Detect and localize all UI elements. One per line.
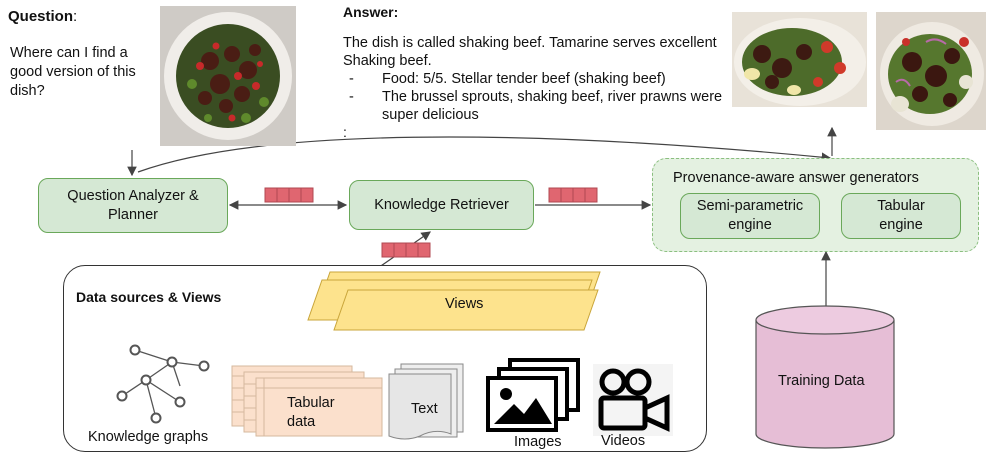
answer-trailing-colon: :: [343, 124, 347, 140]
videos-label: Videos: [601, 433, 646, 449]
training-data-cylinder: [755, 305, 895, 449]
answer-bullet-list: - Food: 5/5. Stellar tender beef (shaking…: [349, 70, 729, 124]
knowledge-graphs-label: Knowledge graphs: [88, 429, 209, 445]
answer-bullet-text: Food: 5/5. Stellar tender beef (shaking …: [382, 71, 666, 87]
question-title: Question: [8, 8, 74, 25]
answer-photo-1: [732, 12, 867, 107]
shaking-beef-plate-image: [160, 6, 296, 146]
tabular-data-icon: [231, 365, 383, 437]
training-data-label: Training Data: [778, 373, 865, 389]
text-document-icon: [388, 363, 464, 440]
question-title-colon: :: [73, 8, 78, 25]
token-bar-views: [381, 242, 431, 258]
retriever-label: Knowledge Retriever: [374, 196, 509, 213]
shaking-beef-photo-image: [876, 12, 986, 130]
answer-text: The dish is called shaking beef. Tamarin…: [343, 35, 717, 69]
answer-title: Answer:: [343, 4, 399, 20]
data-sources-title: Data sources & Views: [76, 289, 222, 305]
bullet-marker: -: [349, 89, 354, 105]
arrow-planner-to-generators: [137, 136, 832, 173]
semi-parametric-engine-box: Semi-parametric engine: [680, 193, 820, 239]
answer-bullet: - Food: 5/5. Stellar tender beef (shaking…: [349, 70, 729, 88]
question-text: Where can I find a good version of this …: [10, 45, 136, 99]
semi-parametric-label: Semi-parametric engine: [696, 198, 804, 233]
tabular-engine-label: Tabular engine: [877, 198, 925, 233]
answer-photo-2: [876, 12, 986, 130]
tabular-engine-box: Tabular engine: [841, 193, 961, 239]
question-heading: Question:: [8, 8, 77, 25]
views-label: Views: [445, 296, 484, 312]
answer-generators-container: Provenance-aware answer generators Semi-…: [652, 158, 979, 252]
question-analyzer-planner-box: Question Analyzer & Planner: [38, 178, 228, 233]
shaking-beef-photo-image: [732, 12, 867, 107]
planner-label: Question Analyzer & Planner: [67, 187, 199, 223]
answer-bullet-text: The brussel sprouts, shaking beef, river…: [382, 89, 723, 123]
text-label: Text: [411, 401, 438, 417]
token-bar-planner: [264, 187, 314, 203]
token-bar-retriever-out: [548, 187, 598, 203]
knowledge-retriever-box: Knowledge Retriever: [349, 180, 534, 230]
bullet-marker: -: [349, 71, 354, 87]
images-label: Images: [514, 434, 562, 450]
answer-bullet: - The brussel sprouts, shaking beef, rive…: [349, 88, 729, 124]
knowledge-graph-icon: [116, 344, 210, 424]
tabular-data-label: Tabular data: [287, 395, 335, 430]
answer-generators-title: Provenance-aware answer generators: [673, 170, 919, 186]
question-dish-photo: [160, 6, 296, 146]
images-icon: [486, 358, 580, 432]
views-stack: [307, 271, 601, 331]
video-camera-icon: [593, 364, 673, 436]
